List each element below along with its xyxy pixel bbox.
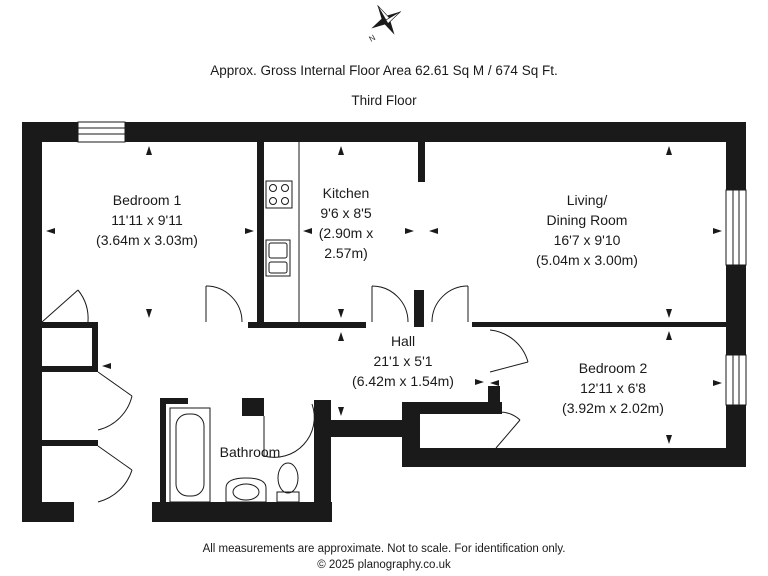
copyright-text: © 2025 planography.co.uk xyxy=(317,559,451,571)
room-name: Living/ xyxy=(567,192,608,208)
interior-walls xyxy=(42,142,726,446)
room-size-imperial: 12'11 x 6'8 xyxy=(580,380,646,396)
room-size-metric: (3.64m x 3.03m) xyxy=(96,232,198,248)
room-size-metric-cont: 2.57m) xyxy=(324,245,368,261)
room-label-hall: Hall 21'1 x 5'1 (6.42m x 1.54m) xyxy=(352,333,454,389)
room-size-imperial: 21'1 x 5'1 xyxy=(373,353,432,369)
room-label-living: Living/ Dining Room 16'7 x 9'10 (5.04m x… xyxy=(536,192,638,268)
room-name: Bedroom 2 xyxy=(579,360,648,376)
room-label-bedroom2: Bedroom 2 12'11 x 6'8 (3.92m x 2.02m) xyxy=(562,360,664,416)
room-label-bathroom: Bathroom xyxy=(220,444,281,460)
wash-basin-icon xyxy=(225,477,267,503)
room-size-metric: (2.90m x xyxy=(319,225,373,241)
room-name: Bathroom xyxy=(220,444,281,460)
room-size-metric: (5.04m x 3.00m) xyxy=(536,252,638,268)
bathtub-icon xyxy=(169,407,211,503)
floor-name-caption: Third Floor xyxy=(351,93,417,108)
room-size-imperial: 9'6 x 8'5 xyxy=(320,205,371,221)
room-label-kitchen: Kitchen 9'6 x 8'5 (2.90m x 2.57m) xyxy=(319,185,373,261)
svg-text:N: N xyxy=(368,33,378,44)
room-label-bedroom1: Bedroom 1 11'11 x 9'11 (3.64m x 3.03m) xyxy=(96,192,198,248)
room-size-imperial: 16'7 x 9'10 xyxy=(554,232,621,248)
room-size-metric: (6.42m x 1.54m) xyxy=(352,373,454,389)
hob-icon xyxy=(265,180,293,209)
dimension-arrows xyxy=(46,146,722,444)
outer-walls xyxy=(22,122,746,522)
floor-area-caption: Approx. Gross Internal Floor Area 62.61 … xyxy=(210,63,557,78)
north-compass-icon: N xyxy=(368,5,401,44)
toilet-icon xyxy=(276,462,300,503)
room-name: Kitchen xyxy=(323,185,370,201)
window-bedroom2 xyxy=(725,354,747,406)
room-name-cont: Dining Room xyxy=(547,212,628,228)
disclaimer-text: All measurements are approximate. Not to… xyxy=(203,543,566,555)
window-bedroom1 xyxy=(77,121,126,143)
room-name: Bedroom 1 xyxy=(113,192,182,208)
room-size-metric: (3.92m x 2.02m) xyxy=(562,400,664,416)
kitchen-sink-icon xyxy=(265,239,291,277)
room-size-imperial: 11'11 x 9'11 xyxy=(111,212,183,228)
window-living xyxy=(725,189,747,266)
door-swings xyxy=(41,285,529,503)
room-name: Hall xyxy=(391,333,415,349)
